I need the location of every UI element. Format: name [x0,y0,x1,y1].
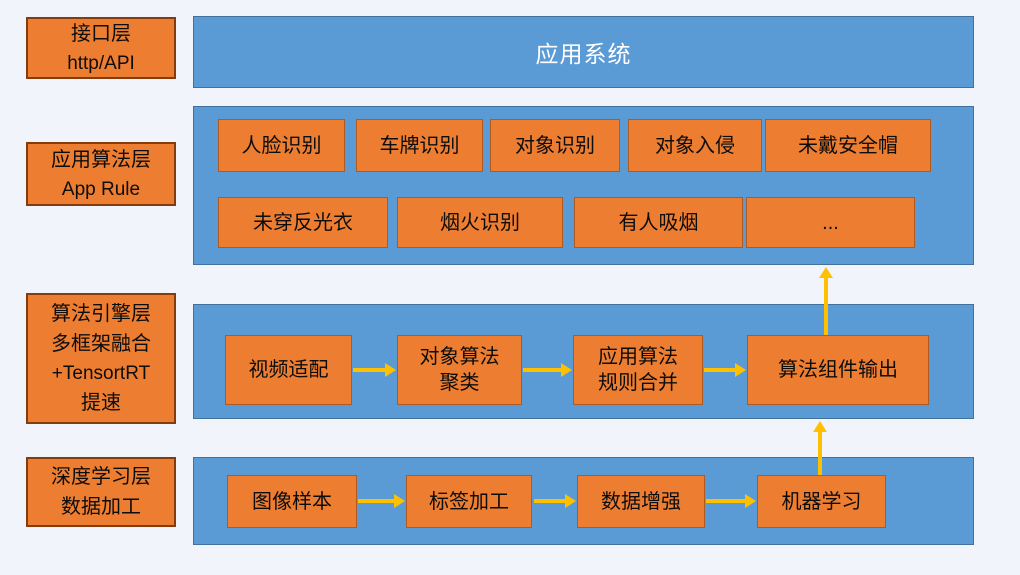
box-video-adaptation: 视频适配 [225,335,352,405]
arrow-augmentation-to-ml-icon [706,494,756,508]
box-image-samples: 图像样本 [227,475,357,528]
arrow-labeling-to-augmentation-icon [534,494,576,508]
layer-label-line: App Rule [61,178,141,200]
layer-label-line: 接口层 [71,22,131,45]
layer-label-deep-learning: 深度学习层 数据加工 [26,457,176,527]
layer-label-line: 数据加工 [61,496,141,518]
box-plate-recognition: 车牌识别 [356,119,483,172]
box-algorithm-component-output: 算法组件输出 [747,335,929,405]
box-object-algorithm-clustering: 对象算法 聚类 [397,335,522,405]
layer-label-line: 多框架融合 [51,333,151,355]
box-more-algorithms: ... [746,197,915,248]
arrow-output-to-app-layer-icon [819,267,833,335]
arrow-video-to-clustering-icon [353,363,396,377]
box-no-reflective-vest: 未穿反光衣 [218,197,388,248]
box-face-recognition: 人脸识别 [218,119,345,172]
box-machine-learning: 机器学习 [757,475,886,528]
layer-label-line: 算法引擎层 [51,303,151,325]
layer-label-line: 应用算法层 [51,148,151,171]
layer-label-line: +TensortRT [51,363,151,384]
layer-label-app-rule: 应用算法层 App Rule [26,142,176,206]
box-smoke-fire-recognition: 烟火识别 [397,197,563,248]
arrow-rulemerge-to-output-icon [704,363,746,377]
layer-label-line: 提速 [81,392,121,414]
layer-label-line: 深度学习层 [51,466,151,488]
arrow-clustering-to-rulemerge-icon [523,363,572,377]
panel-app-system: 应用系统 [193,16,974,88]
layer-label-interface: 接口层 http/API [26,17,176,79]
box-app-rule-merge: 应用算法 规则合并 [573,335,703,405]
box-person-smoking: 有人吸烟 [574,197,743,248]
box-object-recognition: 对象识别 [490,119,620,172]
box-data-augmentation: 数据增强 [577,475,705,528]
box-label-processing: 标签加工 [406,475,532,528]
layer-label-engine: 算法引擎层 多框架融合 +TensortRT 提速 [26,293,176,424]
layer-label-line: http/API [67,52,135,74]
arrow-samples-to-labeling-icon [358,494,405,508]
app-system-title: 应用系统 [535,41,632,67]
box-no-helmet: 未戴安全帽 [765,119,931,172]
arrow-ml-to-output-icon [813,421,827,475]
box-object-intrusion: 对象入侵 [628,119,762,172]
